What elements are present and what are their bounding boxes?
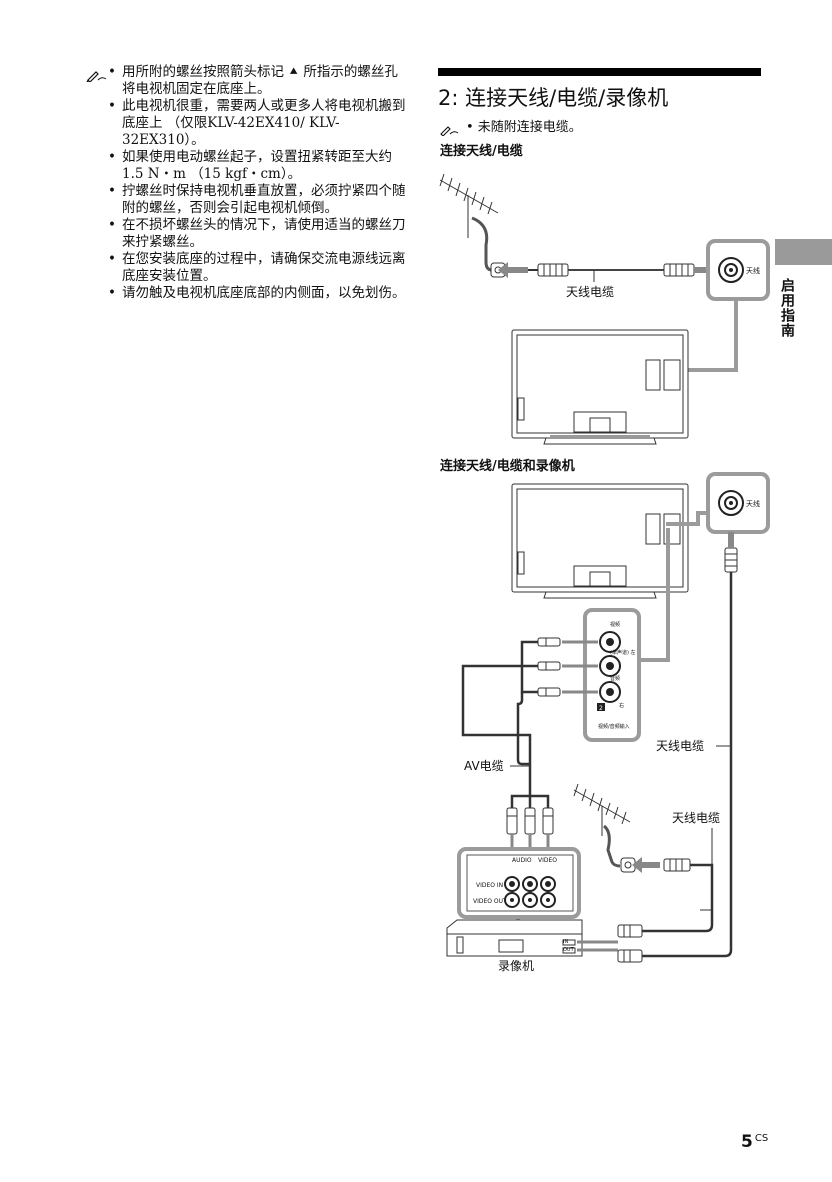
antenna-icon	[573, 783, 631, 836]
panel-number: 2	[599, 705, 603, 712]
coax-connector	[663, 858, 691, 872]
note-pencil-icon	[86, 71, 107, 82]
arrow-left-icon	[632, 857, 642, 873]
jack-label: 天线	[746, 499, 760, 508]
vcr-audio-label: AUDIO	[512, 857, 532, 864]
arrow-left-icon	[498, 262, 508, 278]
section-title: 2: 连接天线/电缆/录像机	[438, 86, 669, 110]
note-pencil-icon	[440, 126, 459, 136]
antenna-jack-callout: 天线	[706, 472, 770, 534]
coax-plug	[724, 547, 738, 573]
page-number-suffix: CS	[754, 1133, 769, 1144]
subheading-antenna: 连接天线/电缆	[440, 144, 523, 159]
page-number-value: 5	[741, 1132, 753, 1152]
cable-label: 天线电缆	[566, 285, 614, 299]
side-tab	[775, 239, 832, 265]
vcr-device	[446, 919, 583, 957]
panel-right-label: 右	[619, 702, 624, 709]
vcr-in-label: IN	[563, 939, 568, 945]
side-tab-label: 启用指南	[779, 278, 795, 338]
note-item: 在您安装底座的过程中，请确保交流电源线远离底座安装位置。	[108, 251, 408, 285]
antenna-cable-label: 天线电缆	[656, 739, 704, 753]
subheading-antenna-vcr: 连接天线/电缆和录像机	[440, 459, 575, 474]
vcr-video-in-label: VIDEO IN	[476, 882, 503, 889]
coax-cable	[528, 263, 695, 277]
vcr-connector-panel: AUDIO VIDEO VIDEO IN VIDEO OUT	[457, 847, 581, 919]
cable-note: • 未随附连接电缆。	[466, 120, 582, 135]
vcr-video-label: VIDEO	[538, 857, 557, 864]
note-item: 如果使用电动螺丝起子，设置扭紧转距至大约1.5 N・m （15 kgf・cm）。	[108, 149, 408, 183]
note-item: 用所附的螺丝按照箭头标记 ⯅ 所指示的螺丝孔将电视机固定在底座上。	[108, 64, 408, 98]
antenna-icon	[439, 173, 499, 238]
tv-rear-view	[511, 483, 689, 599]
panel-video-label: 视频	[610, 621, 620, 628]
section-rule	[438, 68, 761, 76]
note-item: 此电视机很重，需要两人或更多人将电视机搬到底座上 （仅限KLV-42EX410/…	[108, 98, 408, 149]
vcr-coax-connectors	[577, 924, 643, 963]
panel-input-label: 视频/音频输入	[598, 723, 630, 730]
note-item: 拧螺丝时保持电视机垂直放置，必须拧紧四个随附的螺丝，否则会引起电视机倾倒。	[108, 183, 408, 217]
rca-plugs-vcr	[506, 807, 554, 835]
antenna-cable-label-2: 天线电缆	[672, 811, 720, 825]
note-item: 在不损坏螺丝头的情况下，请使用适当的螺丝刀来拧紧螺丝。	[108, 217, 408, 251]
rca-plugs	[537, 637, 561, 697]
panel-left-label: (单声道) 左	[610, 649, 636, 656]
vcr-label: 录像机	[498, 959, 534, 973]
tv-rear-view	[511, 329, 689, 445]
vcr-out-label: OUT	[563, 947, 575, 953]
panel-audio-label: 音频	[610, 675, 620, 682]
vcr-video-out-label: VIDEO OUT	[473, 898, 507, 905]
av-cable-label: AV电缆	[464, 759, 504, 773]
installation-notes: 用所附的螺丝按照箭头标记 ⯅ 所指示的螺丝孔将电视机固定在底座上。 此电视机很重…	[108, 64, 408, 302]
av-input-panel: 视频 (单声道) 左 音频 右 2 视频/音频输入	[583, 608, 641, 742]
note-item: 请勿触及电视机底座底部的内侧面，以免划伤。	[108, 285, 408, 302]
jack-label: 天线	[746, 266, 760, 275]
